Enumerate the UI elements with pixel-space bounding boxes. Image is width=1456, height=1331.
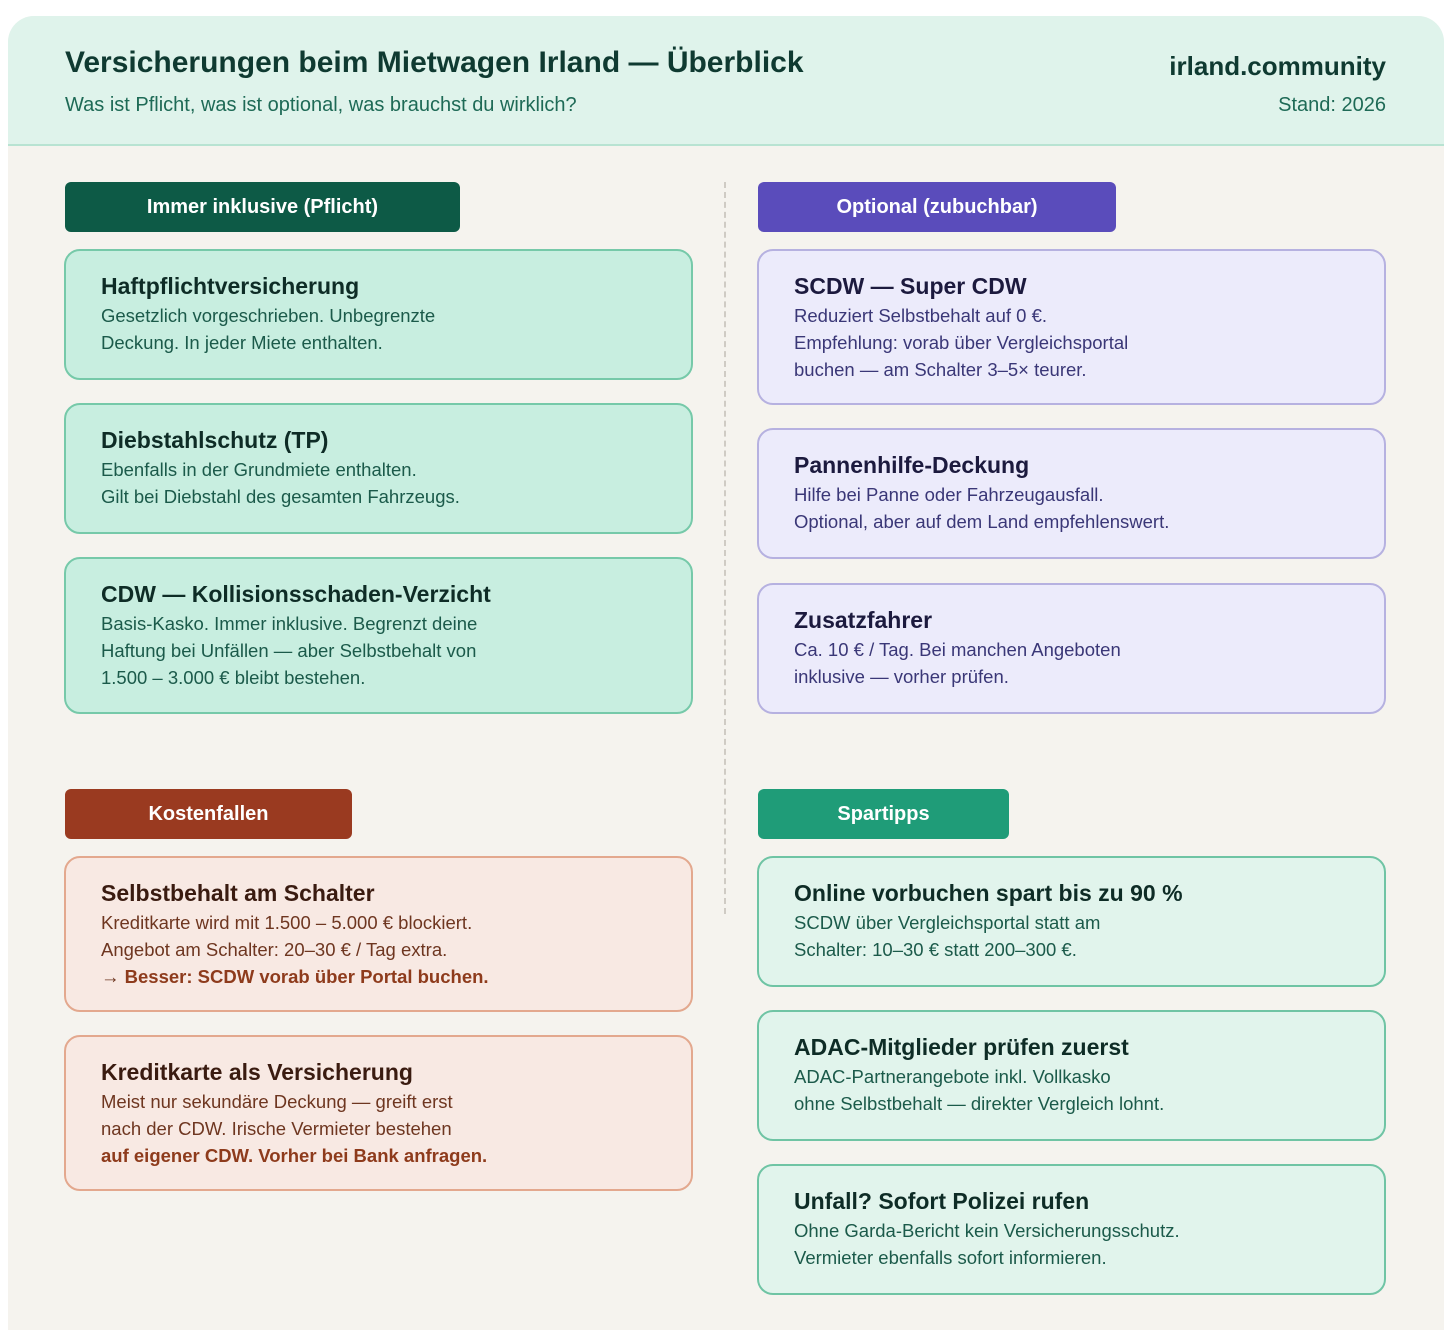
card-text-line: buchen — am Schalter 3–5× teurer. [794,359,1087,380]
card-text-line: SCDW über Vergleichsportal statt am [794,912,1101,933]
header-banner: Versicherungen beim Mietwagen Irland — Ü… [8,16,1444,146]
card-description: Hilfe bei Panne oder Fahrzeugausfall. Op… [794,481,1350,535]
card-title: SCDW — Super CDW [794,273,1027,299]
card-text-line: Angebot am Schalter: 20–30 € / Tag extra… [101,939,448,960]
card-scdw: SCDW — Super CDW Reduziert Selbstbehalt … [757,249,1386,405]
card-text-line: Ebenfalls in der Grundmiete enthalten. [101,459,417,480]
card-description: Ebenfalls in der Grundmiete enthalten. G… [101,456,657,510]
card-text-line: Gesetzlich vorgeschrieben. Unbegrenzte [101,305,436,326]
column-divider [724,182,726,914]
card-description: ADAC-Partnerangebote inkl. Vollkasko ohn… [794,1063,1350,1117]
arrow-icon: → [101,966,125,987]
card-title: ADAC-Mitglieder prüfen zuerst [794,1034,1129,1060]
card-text-line: 1.500 – 3.000 € bleibt bestehen. [101,667,366,688]
card-title: Diebstahlschutz (TP) [101,427,329,453]
card-title: Zusatzfahrer [794,607,933,633]
card-text-line: Empfehlung: vorab über Vergleichsportal [794,332,1129,353]
card-description: SCDW über Vergleichsportal statt am Scha… [794,909,1350,963]
card-text-line: Reduziert Selbstbehalt auf 0 €. [794,305,1047,326]
card-highlight: auf eigener CDW. Vorher bei Bank anfrage… [101,1145,488,1166]
infographic-sheet: Versicherungen beim Mietwagen Irland — Ü… [8,16,1444,1330]
card-description: Basis-Kasko. Immer inklusive. Begrenzt d… [101,610,657,691]
card-text-line: Hilfe bei Panne oder Fahrzeugausfall. [794,484,1104,505]
card-title: Haftpflichtversicherung [101,273,360,299]
card-text-line: Haftung bei Unfällen — aber Selbstbehalt… [101,640,477,661]
card-online-vorbuchen: Online vorbuchen spart bis zu 90 % SCDW … [757,856,1386,987]
card-text-line: Ohne Garda-Bericht kein Versicherungssch… [794,1220,1180,1241]
card-cdw: CDW — Kollisionsschaden-Verzicht Basis-K… [64,557,693,714]
card-text-line: ADAC-Partnerangebote inkl. Vollkasko [794,1066,1111,1087]
card-description: Reduziert Selbstbehalt auf 0 €. Empfehlu… [794,302,1350,383]
card-text-line: Basis-Kasko. Immer inklusive. Begrenzt d… [101,613,478,634]
card-description: Meist nur sekundäre Deckung — greift ers… [101,1088,657,1169]
site-name: irland.community [1169,51,1386,81]
card-haftpflicht: Haftpflichtversicherung Gesetzlich vorge… [64,249,693,380]
card-text-line: → Besser: SCDW vorab über Portal buchen. [101,963,657,990]
card-text-line: Deckung. In jeder Miete enthalten. [101,332,383,353]
card-title: Selbstbehalt am Schalter [101,880,375,906]
card-title: Unfall? Sofort Polizei rufen [794,1188,1090,1214]
card-text-line: Optional, aber auf dem Land empfehlenswe… [794,511,1170,532]
card-text-line: inklusive — vorher prüfen. [794,666,1009,687]
card-description: Ohne Garda-Bericht kein Versicherungssch… [794,1217,1350,1271]
card-title: Pannenhilfe-Deckung [794,452,1030,478]
date-stamp: Stand: 2026 [1278,94,1386,116]
card-text-line: Vermieter ebenfalls sofort informieren. [794,1247,1107,1268]
card-pannenhilfe: Pannenhilfe-Deckung Hilfe bei Panne oder… [757,428,1386,559]
card-highlight: Besser: SCDW vorab über Portal buchen. [124,966,489,987]
card-text-line: Gilt bei Diebstahl des gesamten Fahrzeug… [101,486,460,507]
page-subtitle: Was ist Pflicht, was ist optional, was b… [65,94,577,116]
card-text-line: Schalter: 10–30 € statt 200–300 €. [794,939,1077,960]
section-label-kostenfallen: Kostenfallen [65,789,352,839]
card-text-line: Ca. 10 € / Tag. Bei manchen Angeboten [794,639,1121,660]
card-title: Kreditkarte als Versicherung [101,1059,413,1085]
card-adac: ADAC-Mitglieder prüfen zuerst ADAC-Partn… [757,1010,1386,1141]
section-label-pflicht: Immer inklusive (Pflicht) [65,182,460,232]
card-unfall: Unfall? Sofort Polizei rufen Ohne Garda-… [757,1164,1386,1295]
card-diebstahlschutz: Diebstahlschutz (TP) Ebenfalls in der Gr… [64,403,693,534]
card-kreditkarte: Kreditkarte als Versicherung Meist nur s… [64,1035,693,1191]
page-title: Versicherungen beim Mietwagen Irland — Ü… [65,46,804,79]
card-text-line: nach der CDW. Irische Vermieter bestehen [101,1118,452,1139]
card-text-line: Kreditkarte wird mit 1.500 – 5.000 € blo… [101,912,473,933]
card-title: Online vorbuchen spart bis zu 90 % [794,880,1183,906]
card-text-line: Meist nur sekundäre Deckung — greift ers… [101,1091,453,1112]
card-description: Kreditkarte wird mit 1.500 – 5.000 € blo… [101,909,657,990]
card-text-line: ohne Selbstbehalt — direkter Vergleich l… [794,1093,1165,1114]
section-label-spartipps: Spartipps [758,789,1009,839]
card-description: Ca. 10 € / Tag. Bei manchen Angeboten in… [794,636,1350,690]
card-zusatzfahrer: Zusatzfahrer Ca. 10 € / Tag. Bei manchen… [757,583,1386,714]
section-label-optional: Optional (zubuchbar) [758,182,1116,232]
card-description: Gesetzlich vorgeschrieben. Unbegrenzte D… [101,302,657,356]
card-title: CDW — Kollisionsschaden-Verzicht [101,581,491,607]
card-selbstbehalt: Selbstbehalt am Schalter Kreditkarte wir… [64,856,693,1012]
